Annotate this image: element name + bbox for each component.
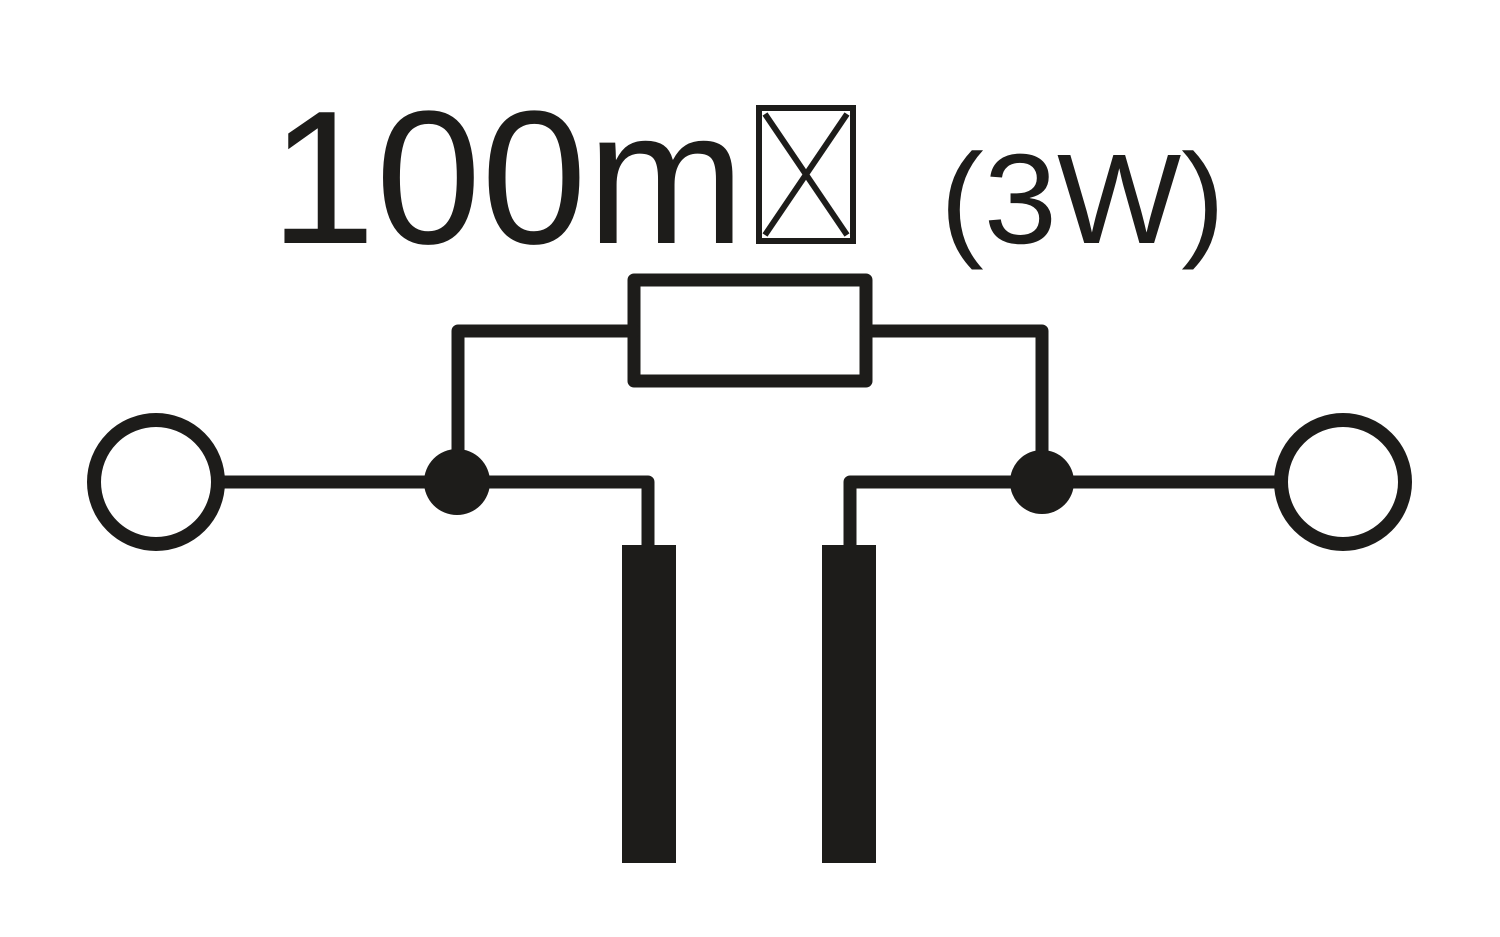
junction-node-left — [424, 449, 490, 515]
terminal-left — [87, 413, 225, 551]
missing-glyph-box-icon — [756, 105, 856, 244]
junction-node-right — [1010, 450, 1074, 514]
terminal-right — [1274, 413, 1412, 551]
sense-pad-left — [622, 545, 676, 863]
power-rating-label: (3W) — [940, 128, 1225, 271]
sense-pad-right — [822, 545, 876, 863]
wire-right-sense — [843, 475, 1049, 555]
wire-resistor-to-right — [859, 324, 1049, 489]
resistor-body — [627, 273, 873, 388]
wire-left-to-resistor — [451, 324, 641, 489]
wire-left-sense — [451, 475, 655, 555]
resistor-value-label: 100m — [270, 72, 745, 284]
